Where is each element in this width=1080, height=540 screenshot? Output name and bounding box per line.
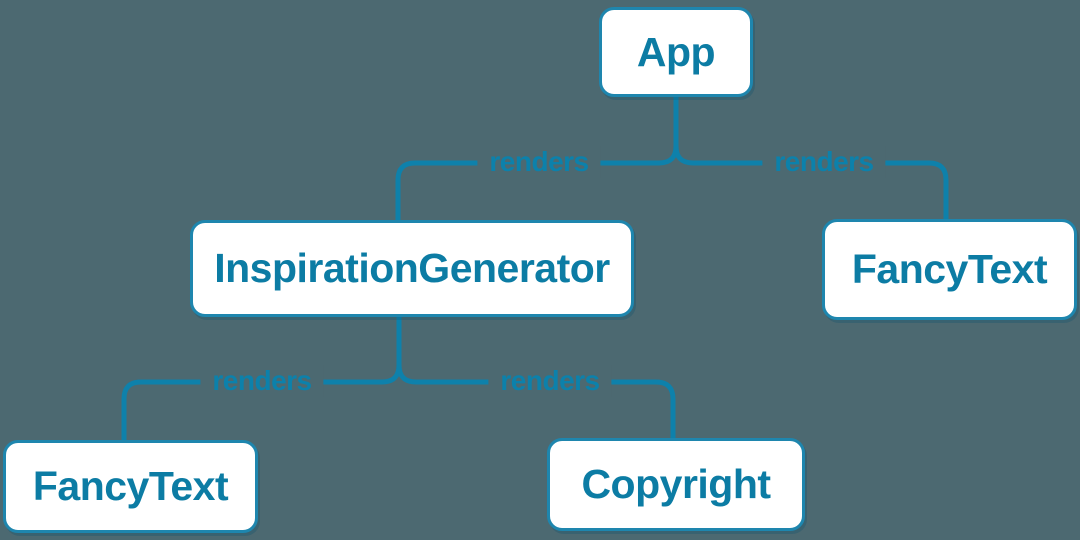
edge-label-renders-inspiration-generator-copyright: renders <box>488 365 612 397</box>
node-fancy-text-top: FancyText <box>822 219 1077 320</box>
node-app-label: App <box>636 28 716 75</box>
node-copyright: Copyright <box>547 438 805 531</box>
edge-label-renders-app-inspiration-generator: renders <box>477 146 601 178</box>
node-app: App <box>599 7 753 97</box>
node-fancy-text-bottom: FancyText <box>3 440 258 533</box>
edge-label-renders-inspiration-generator-fancy-text: renders <box>200 365 324 397</box>
node-inspiration-generator: InspirationGenerator <box>190 220 634 317</box>
node-fancy-text-bottom-label: FancyText <box>32 463 229 509</box>
node-inspiration-generator-label: InspirationGenerator <box>214 245 610 291</box>
edge-label-renders-app-fancy-text: renders <box>762 146 886 178</box>
node-fancy-text-top-label: FancyText <box>851 246 1048 292</box>
node-copyright-label: Copyright <box>581 461 771 507</box>
